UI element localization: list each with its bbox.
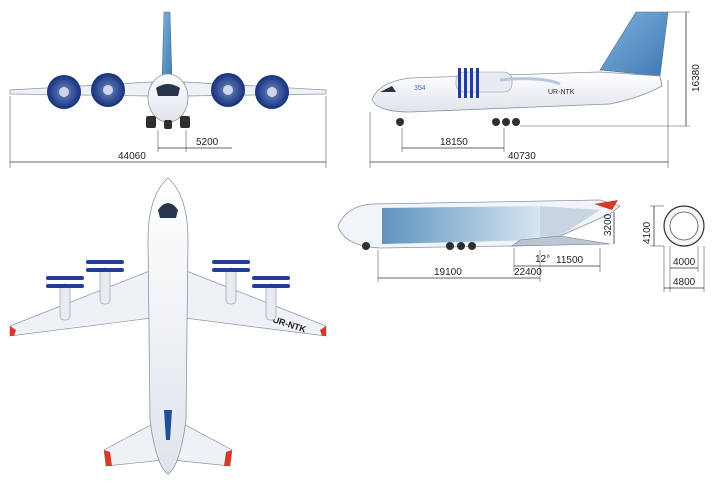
cross-section: 4100 4000 4800 [642, 205, 705, 292]
top-view: UR-NTK [9, 177, 327, 475]
side-view: 354 UR-NTK 18150 40730 16380 [369, 11, 702, 168]
dim-cut-ramp-length: 22400 [514, 267, 542, 278]
cutaway-view: 3200 12° 11500 19100 22400 [337, 199, 621, 282]
side-fuselage [371, 71, 663, 113]
dim-cut-rear-length: 11500 [556, 255, 584, 266]
top-fuselage [147, 177, 189, 475]
dim-side-height: 16380 [691, 64, 702, 92]
dim-section-inner-width: 4000 [673, 257, 696, 268]
cargo-hold [382, 206, 540, 244]
dim-section-outer-width: 4800 [673, 277, 696, 288]
top-engine-3 [212, 260, 250, 305]
front-propfan-1 [47, 75, 81, 109]
front-fin [161, 11, 173, 81]
front-gear-nose [164, 120, 172, 129]
dim-front-span: 44060 [118, 151, 146, 162]
side-registration: UR-NTK [548, 89, 575, 96]
front-fuselage [147, 73, 189, 123]
front-gear-left [146, 116, 156, 128]
front-propfan-2 [91, 73, 125, 107]
cargo-ramp [511, 235, 611, 247]
section-inner [669, 211, 699, 241]
top-engine-4 [252, 276, 290, 321]
side-nose-gear [396, 118, 404, 126]
dim-side-length: 40730 [508, 151, 536, 162]
dim-cut-hold-length: 19100 [434, 267, 462, 278]
top-cockpit [158, 203, 178, 218]
side-engine [455, 68, 561, 98]
cutaway-tail-red [594, 200, 618, 210]
dim-cut-hold-height: 3200 [603, 213, 614, 236]
dim-section-height: 4100 [642, 221, 653, 244]
front-windshield [156, 84, 180, 96]
front-gear-right [180, 116, 190, 128]
front-propfan-4 [255, 75, 289, 109]
dim-cut-angle: 12° [535, 254, 550, 265]
top-engine-1 [46, 276, 84, 321]
side-tail-number: 354 [414, 85, 426, 92]
front-view: 5200 44060 [9, 11, 327, 168]
front-propfan-3 [211, 73, 245, 107]
dim-side-wheelbase: 18150 [440, 137, 468, 148]
side-cockpit-window [380, 86, 396, 92]
top-engine-2 [86, 260, 124, 305]
front-wing-left [9, 81, 153, 97]
side-tail-fin [599, 11, 669, 77]
dim-front-track: 5200 [196, 137, 219, 148]
front-wing-right [183, 81, 327, 97]
